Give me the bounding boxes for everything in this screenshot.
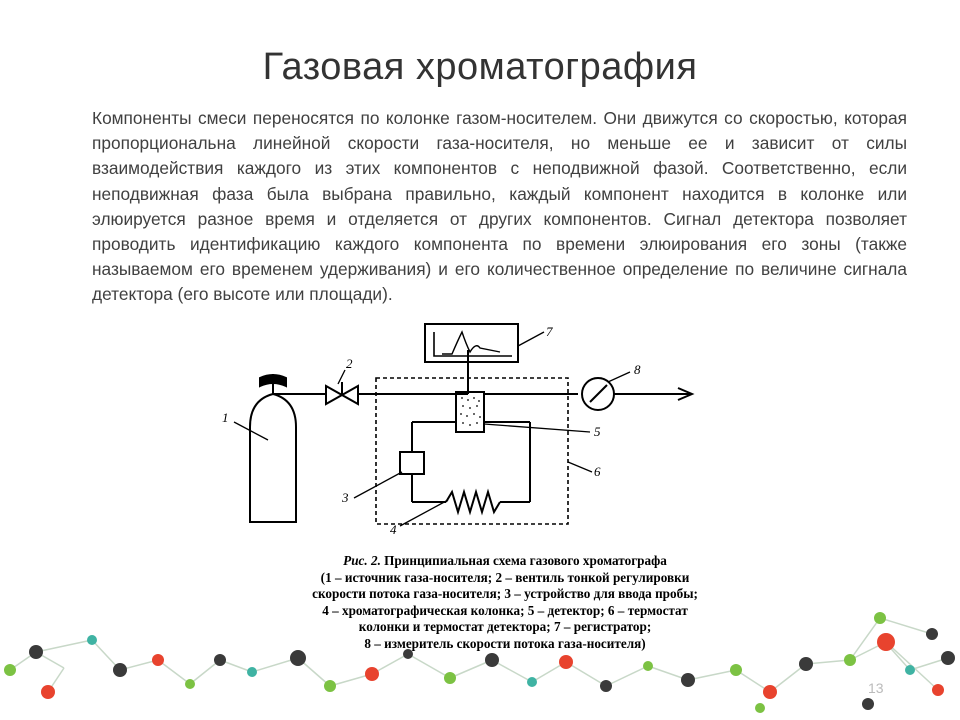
column-coil (445, 488, 501, 516)
page-number: 13 (868, 680, 884, 696)
molecule-decoration (4, 612, 955, 713)
label-2: 2 (346, 356, 353, 371)
caption-line-1: Рис. 2. Принципиальная схема газового хр… (343, 553, 667, 568)
caption-line-5: колонки и термостат детектора; 7 – регис… (358, 619, 652, 635)
label-8: 8 (634, 362, 641, 377)
sample-injector-box (399, 451, 425, 475)
detector-box (455, 391, 485, 433)
recorder-box (424, 323, 519, 363)
body-paragraph: Компоненты смеси переносятся по колонке … (92, 108, 907, 305)
needle-valve-icon (325, 384, 359, 406)
caption-line-6: 8 – измеритель скорости потока газа-носи… (364, 635, 646, 651)
label-3: 3 (341, 490, 349, 505)
label-5: 5 (594, 424, 601, 439)
outlet-arrow-icon (677, 387, 695, 401)
label-1: 1 (222, 410, 229, 425)
recorder-signal-icon (433, 332, 512, 357)
label-6: 6 (594, 464, 601, 479)
caption-line-2: (1 – источник газа-носителя; 2 – вентиль… (320, 569, 690, 585)
thermostat-box (375, 377, 569, 525)
caption-line-3: скорости потока газа-носителя; 3 – устро… (312, 586, 698, 602)
caption-title: Рис. 2. (343, 553, 381, 568)
gas-cylinder (249, 392, 297, 523)
label-4: 4 (390, 522, 397, 537)
slide-title: Газовая хроматография (262, 46, 698, 88)
chromatograph-schematic: 1 2 3 4 5 6 7 8 (222, 323, 695, 537)
caption-line-4: 4 – хроматографическая колонка; 5 – дете… (322, 602, 688, 618)
figure-caption: Рис. 2. Принципиальная схема газового хр… (270, 553, 740, 653)
detector-fill (460, 397, 481, 426)
label-7: 7 (546, 324, 553, 339)
